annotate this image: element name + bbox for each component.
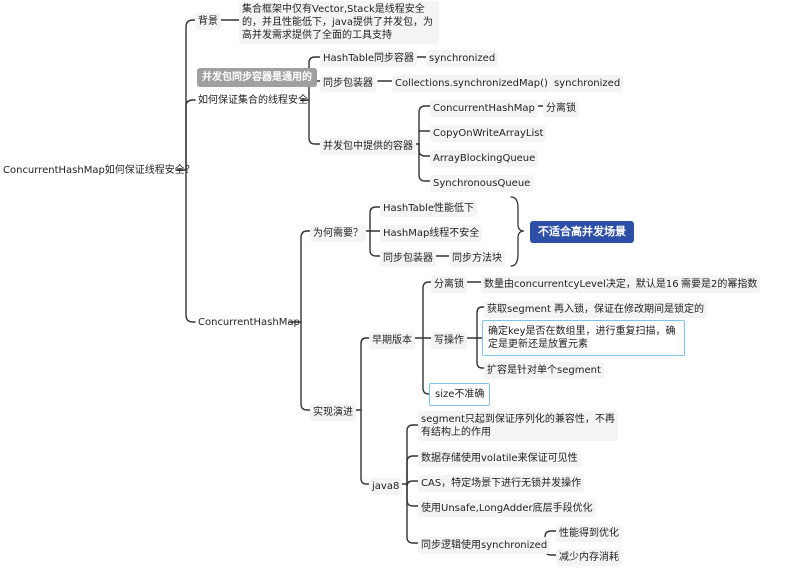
early-segment-lock[interactable]: 分离锁 — [431, 276, 467, 293]
java8-cas-lockfree[interactable]: CAS，特定场景下进行无锁并发操作 — [418, 475, 585, 492]
java8-segment-serialization[interactable]: segment只起到保证序列化的兼容性，不再有结构上的作用 — [418, 411, 618, 441]
topic-why-needed[interactable]: 为何需要？ — [310, 225, 366, 242]
not-for-high-concurrency-tag: 不适合高并发场景 — [530, 221, 634, 243]
why-sync-wrapper[interactable]: 同步包装器 — [380, 250, 436, 267]
java8-synchronized-logic[interactable]: 同步逻辑使用synchronized — [418, 537, 551, 554]
hashtable-synchronized[interactable]: synchronized — [426, 50, 499, 67]
write-rescan-key[interactable]: 确定key是否在数组里，进行重复扫描，确定是更新还是放置元素 — [482, 320, 685, 356]
background-description[interactable]: 集合框架中仅有Vector,Stack是线程安全的，并且性能低下，java提供了… — [239, 1, 439, 44]
hashtable-sync-container[interactable]: HashTable同步容器 — [320, 50, 418, 67]
why-hashmap-unsafe[interactable]: HashMap线程不安全 — [380, 225, 483, 242]
collections-synchronizedmap[interactable]: Collections.synchronizedMap() — [392, 75, 551, 92]
topic-early-version[interactable]: 早期版本 — [369, 332, 415, 349]
write-acquire-segment-lock[interactable]: 获取segment 再入锁，保证在修改期间是锁定的 — [484, 301, 708, 318]
early-write-operation[interactable]: 写操作 — [431, 332, 467, 349]
topic-implementation-evolution[interactable]: 实现演进 — [310, 404, 356, 421]
java8-unsafe-longadder[interactable]: 使用Unsafe,LongAdder底层手段优化 — [418, 500, 596, 517]
sync-reduced-memory[interactable]: 减少内存消耗 — [556, 549, 622, 566]
segment-lock-count[interactable]: 数量由concurrentcyLevel决定，默认是16 — [481, 276, 682, 293]
wrapper-synchronized[interactable]: synchronized — [551, 75, 624, 92]
power-of-two-note[interactable]: 需要是2的幂指数 — [678, 276, 761, 293]
topic-concurrenthashmap[interactable]: ConcurrentHashMap — [198, 317, 300, 328]
why-hashtable-slow[interactable]: HashTable性能低下 — [380, 200, 478, 217]
item-concurrenthashmap[interactable]: ConcurrentHashMap — [430, 100, 538, 117]
item-copyonwritearraylist[interactable]: CopyOnWriteArrayList — [430, 125, 547, 142]
item-synchronousqueue[interactable]: SynchronousQueue — [430, 175, 534, 192]
root-topic[interactable]: ConcurrentHashMap如何保证线程安全？ — [3, 165, 195, 176]
sync-wrapper[interactable]: 同步包装器 — [320, 75, 376, 92]
topic-background[interactable]: 背景 — [195, 13, 221, 30]
item-arrayblockingqueue[interactable]: ArrayBlockingQueue — [430, 150, 539, 167]
concurrent-package-containers[interactable]: 并发包中提供的容器 — [320, 138, 416, 155]
topic-how-thread-safe[interactable]: 如何保证集合的线程安全 — [198, 95, 308, 106]
generic-container-tag: 并发包同步容器是通用的 — [197, 68, 317, 87]
sync-performance-optimized[interactable]: 性能得到优化 — [556, 525, 622, 542]
early-size-inaccurate[interactable]: size不准确 — [429, 383, 491, 406]
item-chm-segment-lock[interactable]: 分离锁 — [543, 100, 579, 117]
topic-java8[interactable]: java8 — [369, 478, 403, 495]
write-resize-single-segment[interactable]: 扩容是针对单个segment — [484, 362, 604, 379]
java8-volatile-storage[interactable]: 数据存储使用volatile来保证可见性 — [418, 450, 581, 467]
why-sync-method-block[interactable]: 同步方法块 — [449, 250, 505, 267]
